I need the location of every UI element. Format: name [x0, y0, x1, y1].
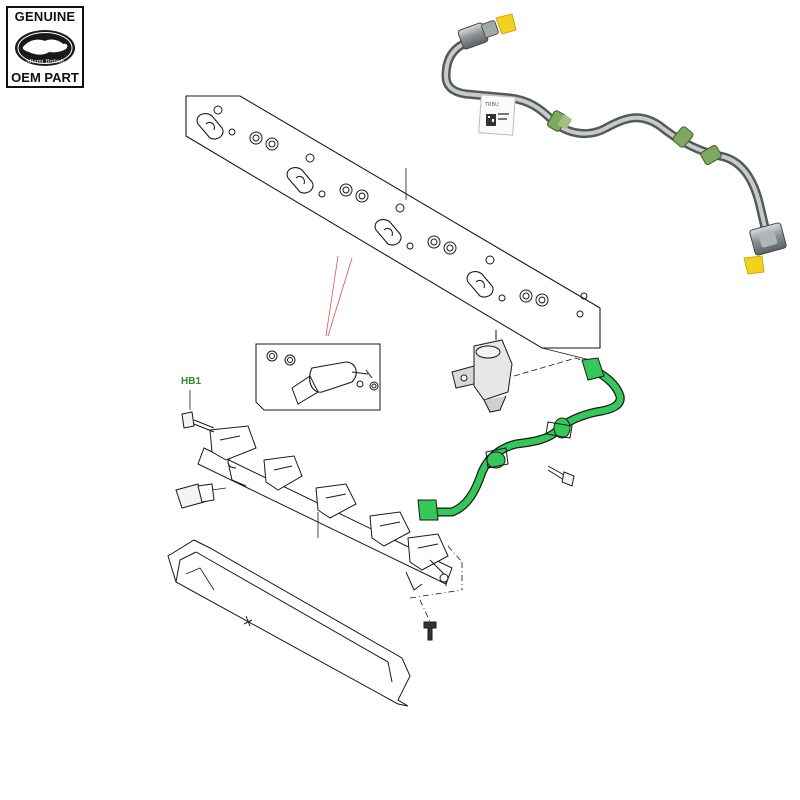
miami-british-logo: Miami British [15, 30, 75, 66]
fuel-pressure-sensor [175, 483, 227, 509]
hb1-callout-label: HB1 [181, 376, 201, 387]
pipe-green-clips [547, 110, 722, 165]
badge-genuine-text: GENUINE [14, 9, 76, 24]
hb1-bolt [181, 390, 215, 433]
genuine-oem-badge: GENUINE Miami British OEM PART [6, 6, 84, 88]
pipe-top-fitting [457, 13, 517, 50]
badge-oem-part-text: OEM PART [11, 70, 79, 85]
high-pressure-pump [451, 330, 513, 413]
panel-leader [541, 347, 591, 361]
clip-set-2 [286, 153, 369, 203]
pipe-barcode-tag: TRBU [478, 94, 516, 136]
injector-leader-lines [325, 255, 353, 337]
pipe-bracket-bolt [547, 465, 575, 487]
highlighted-fuel-pipe [417, 357, 625, 521]
heat-shield-cover [167, 539, 411, 707]
injector-detail-box [255, 343, 381, 411]
fuel-pipe-photo: TRBU [441, 13, 787, 275]
logo-text: Miami British [25, 59, 65, 65]
fuel-rail [197, 425, 453, 591]
push-clip [423, 621, 437, 641]
injector-clip-seal-panel [185, 95, 601, 349]
clip-set-1 [196, 105, 279, 151]
clip-set-4 [466, 255, 588, 318]
pipe-bottom-fitting [743, 222, 787, 275]
tag-text: TRBU [484, 102, 499, 108]
clip-set-3 [374, 203, 457, 255]
rail-guide-lines [409, 545, 463, 627]
